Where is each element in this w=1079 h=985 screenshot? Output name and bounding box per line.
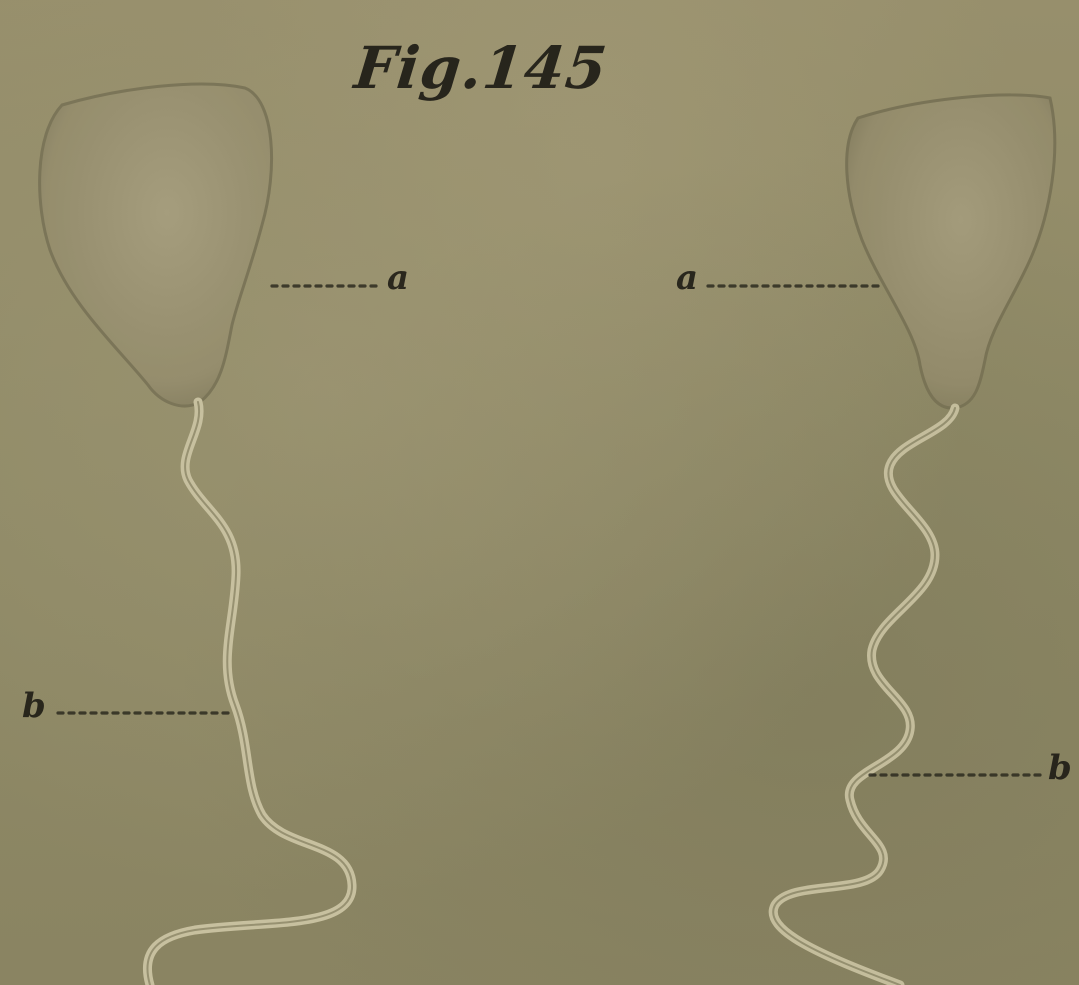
right-cell-tail-outline [773, 408, 955, 985]
left-cell-tail [147, 402, 352, 985]
figure-title: Fig.145 [351, 34, 610, 102]
label-b-left: b [22, 686, 46, 726]
label-a-left: a [387, 258, 409, 298]
label-b-right: b [1048, 748, 1072, 788]
left-cell-tail-outline [147, 402, 352, 985]
left-cell-head [40, 84, 272, 406]
right-cell-head [847, 95, 1055, 408]
right-cell-tail [773, 408, 955, 985]
label-a-right: a [676, 258, 698, 298]
